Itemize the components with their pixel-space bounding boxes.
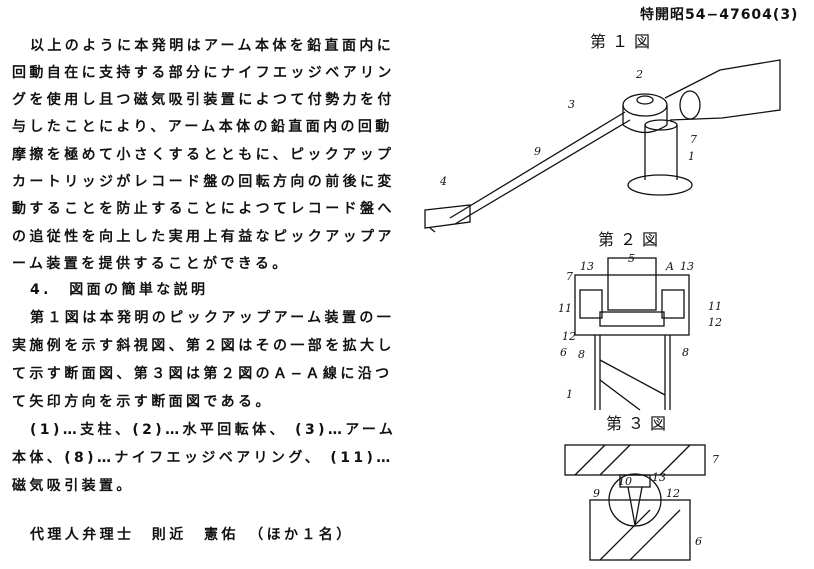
fig1-drawing: 2 3 9 7 1 4 (424, 59, 781, 233)
fig2-label: 8 (578, 348, 585, 361)
fig3-label: 7 (712, 453, 719, 466)
text-line: 本体、(8)…ナイフエッジベアリング、 (11)… (12, 450, 394, 466)
fig3-label: 13 (652, 471, 666, 484)
fig2-title: 第２図 (598, 230, 665, 249)
fig1-label: 4 (439, 175, 447, 188)
fig1-label: 1 (688, 150, 695, 163)
fig1-label: 3 (568, 98, 575, 111)
fig1-label: 2 (635, 68, 643, 81)
fig2-label: 11 (708, 300, 722, 313)
fig3-title: 第３図 (606, 414, 673, 433)
section-heading: 4. 図面の簡単な説明 (30, 282, 209, 298)
fig1-title: 第１図 (590, 32, 657, 51)
fig3-label: 10 (618, 475, 632, 488)
fig2-label: A (665, 260, 674, 273)
fig3-label: 6 (695, 535, 702, 548)
fig2-label: 12 (562, 330, 576, 343)
text-line: 以上のように本発明はアーム本体を鉛直面内に (30, 38, 395, 54)
text-line: 第１図は本発明のピックアップアーム装置の一 (30, 310, 395, 326)
text-line: 動することを防止することによつてレコード盤へ (12, 201, 395, 217)
signature: 代理人弁理士 則近 憲佑 （ほか１名） (30, 527, 354, 543)
fig2-label: 11 (558, 302, 572, 315)
text-line: グを使用し且つ磁気吸引装置によつて付勢力を付 (12, 92, 395, 108)
fig1-label: 9 (534, 145, 541, 158)
text-line: 回動自在に支持する部分にナイフエッジベアリン (12, 65, 395, 81)
text-line: 摩擦を極めて小さくするとともに、ピックアップ (12, 147, 395, 163)
text-line: 与したことにより、アーム本体の鉛直面内の回動 (12, 119, 393, 135)
fig2-label: 1 (566, 388, 573, 401)
fig2-label: 7 (566, 270, 573, 283)
fig2-label: 13 (680, 260, 694, 273)
fig3-drawing: 7 13 10 9 12 6 (564, 444, 719, 561)
fig1-label: 7 (690, 133, 697, 146)
fig2-label: 6 (560, 346, 567, 359)
text-line: て示す断面図、第３図は第２図のＡ−Ａ線に沿つ (12, 366, 393, 382)
text-line: て矢印方向を示す断面図である。 (12, 394, 273, 410)
text-line: カートリッジがレコード盤の回転方向の前後に変 (12, 174, 395, 190)
fig3-label: 12 (666, 487, 680, 500)
fig2-label: 5 (628, 252, 635, 265)
text-line: ーム装置を提供することができる。 (12, 256, 290, 272)
fig2-label: 12 (708, 316, 722, 329)
text-line: (1)…支柱、(2)…水平回転体、 (3)…アーム (30, 422, 397, 438)
text-line: の追従性を向上した実用上有益なピックアップア (12, 229, 395, 245)
publication-number: 特開昭54−47604(3) (640, 7, 799, 23)
fig2-drawing: 5 A 13 7 13 11 11 12 12 6 8 8 1 (558, 252, 722, 411)
fig2-label: 13 (580, 260, 594, 273)
text-line: 実施例を示す斜視図、第２図はその一部を拡大し (12, 338, 395, 354)
text-line: 磁気吸引装置。 (12, 478, 134, 494)
fig2-label: 8 (682, 346, 689, 359)
fig3-label: 9 (593, 487, 600, 500)
